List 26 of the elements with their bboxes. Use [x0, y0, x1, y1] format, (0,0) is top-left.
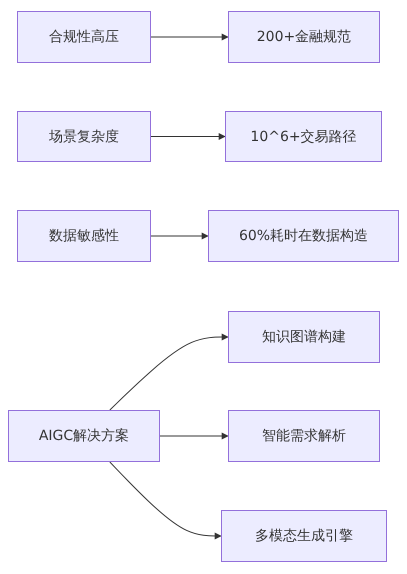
arrow — [150, 34, 229, 40]
arrow — [109, 462, 222, 540]
arrow — [150, 133, 226, 140]
process-box — [17, 111, 151, 162]
process-box — [228, 11, 380, 63]
arrow — [150, 232, 209, 240]
process-box — [208, 210, 399, 262]
node-label: 数据敏感性 — [49, 227, 119, 245]
process-box — [17, 210, 151, 262]
node-label: 200+金融规范 — [256, 28, 352, 46]
node-label: AIGC解决方案 — [38, 427, 130, 445]
arrow — [109, 334, 229, 410]
process-box — [17, 11, 151, 63]
node-label: 多模态生成引擎 — [255, 527, 353, 545]
node-label: 60%耗时在数据构造 — [238, 227, 368, 245]
node-label: 10^6+交易路径 — [250, 128, 357, 146]
node-label: 智能需求解析 — [262, 427, 346, 445]
process-box — [228, 410, 380, 462]
node-label: 场景复杂度 — [49, 128, 119, 146]
node-label: 知识图谱构建 — [262, 328, 346, 346]
process-box — [225, 111, 382, 162]
process-box — [8, 410, 160, 462]
process-box — [221, 510, 387, 562]
arrow — [160, 432, 229, 440]
node-label: 合规性高压 — [49, 28, 119, 46]
process-box — [228, 311, 380, 363]
